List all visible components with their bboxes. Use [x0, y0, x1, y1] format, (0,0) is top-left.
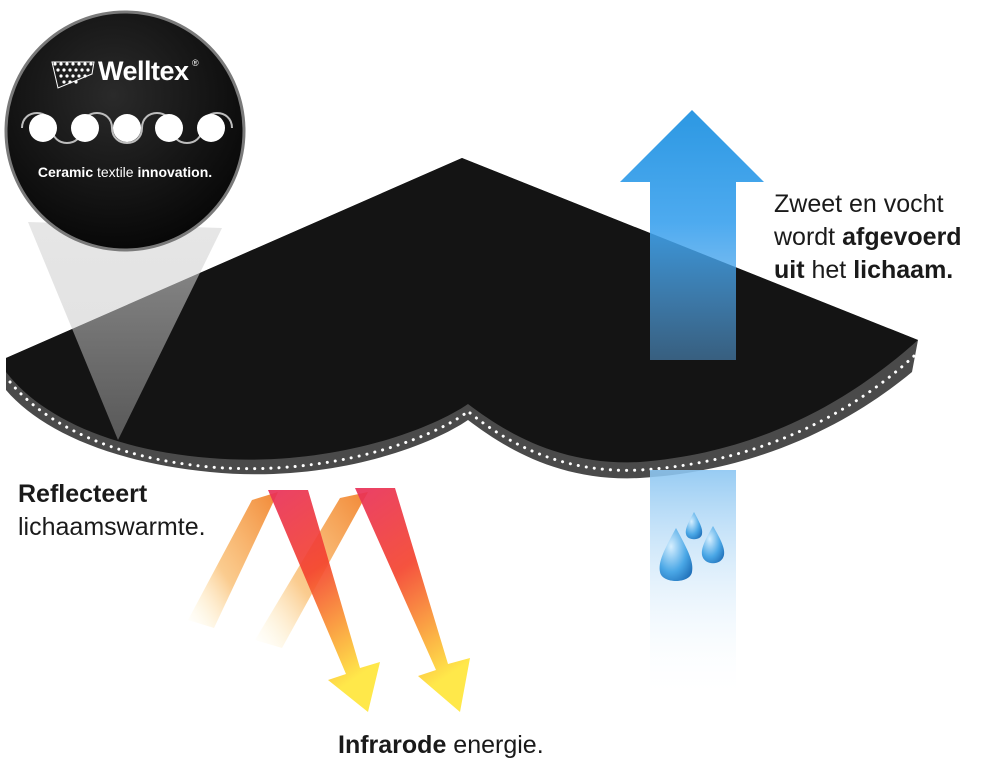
- water-droplet-icon: [685, 512, 703, 540]
- ceramic-dot-row-left: [8, 380, 468, 471]
- water-droplet-icon: [659, 528, 693, 581]
- heat-arrow-icon: [268, 490, 380, 712]
- welltex-logo-icon: [51, 61, 95, 89]
- up-arrow-icon: [620, 110, 764, 360]
- reflect-line1: Reflecteert: [18, 480, 148, 508]
- ir-word-a: Infrarode: [338, 731, 447, 759]
- heat-arrow-icon: [188, 492, 278, 628]
- registered-mark: ®: [192, 58, 199, 68]
- sweat-line2-a: wordt: [774, 223, 843, 251]
- tagline-word-textile: textile: [97, 164, 134, 180]
- sweat-line3-b: het: [804, 256, 854, 284]
- fabric-surface: [6, 158, 918, 463]
- sweat-line3-a: uit: [774, 256, 805, 284]
- ir-word-b: energie.: [446, 731, 544, 759]
- water-droplets: [659, 512, 725, 581]
- badge-tagline: Ceramic textile innovation.: [0, 164, 250, 180]
- magnifier-cone: [28, 222, 222, 440]
- tagline-word-innovation: innovation.: [137, 164, 213, 180]
- sweat-line1: Zweet en vocht: [774, 190, 944, 218]
- fabric-sheet: [6, 158, 918, 479]
- sweat-line3-c: lichaam.: [853, 256, 954, 284]
- water-droplet-icon: [701, 526, 725, 564]
- badge-wave-dots: [21, 112, 233, 144]
- infrared-caption: Infrarode energie.: [338, 729, 598, 762]
- reflect-caption: Reflecteert lichaamswarmte.: [18, 478, 238, 544]
- sweat-caption: Zweet en vocht wordt afgevoerd uit het lic…: [774, 188, 979, 287]
- reflect-line2: lichaamswarmte.: [18, 513, 206, 541]
- moisture-arrow: [620, 110, 764, 700]
- brand-name: Welltex: [98, 56, 189, 86]
- sweat-line2-b: afgevoerd: [842, 223, 962, 251]
- heat-arrows: [188, 488, 470, 712]
- tagline-word-ceramic: Ceramic: [37, 164, 94, 180]
- moisture-fade-column: [650, 470, 736, 700]
- heat-arrow-icon: [355, 488, 470, 712]
